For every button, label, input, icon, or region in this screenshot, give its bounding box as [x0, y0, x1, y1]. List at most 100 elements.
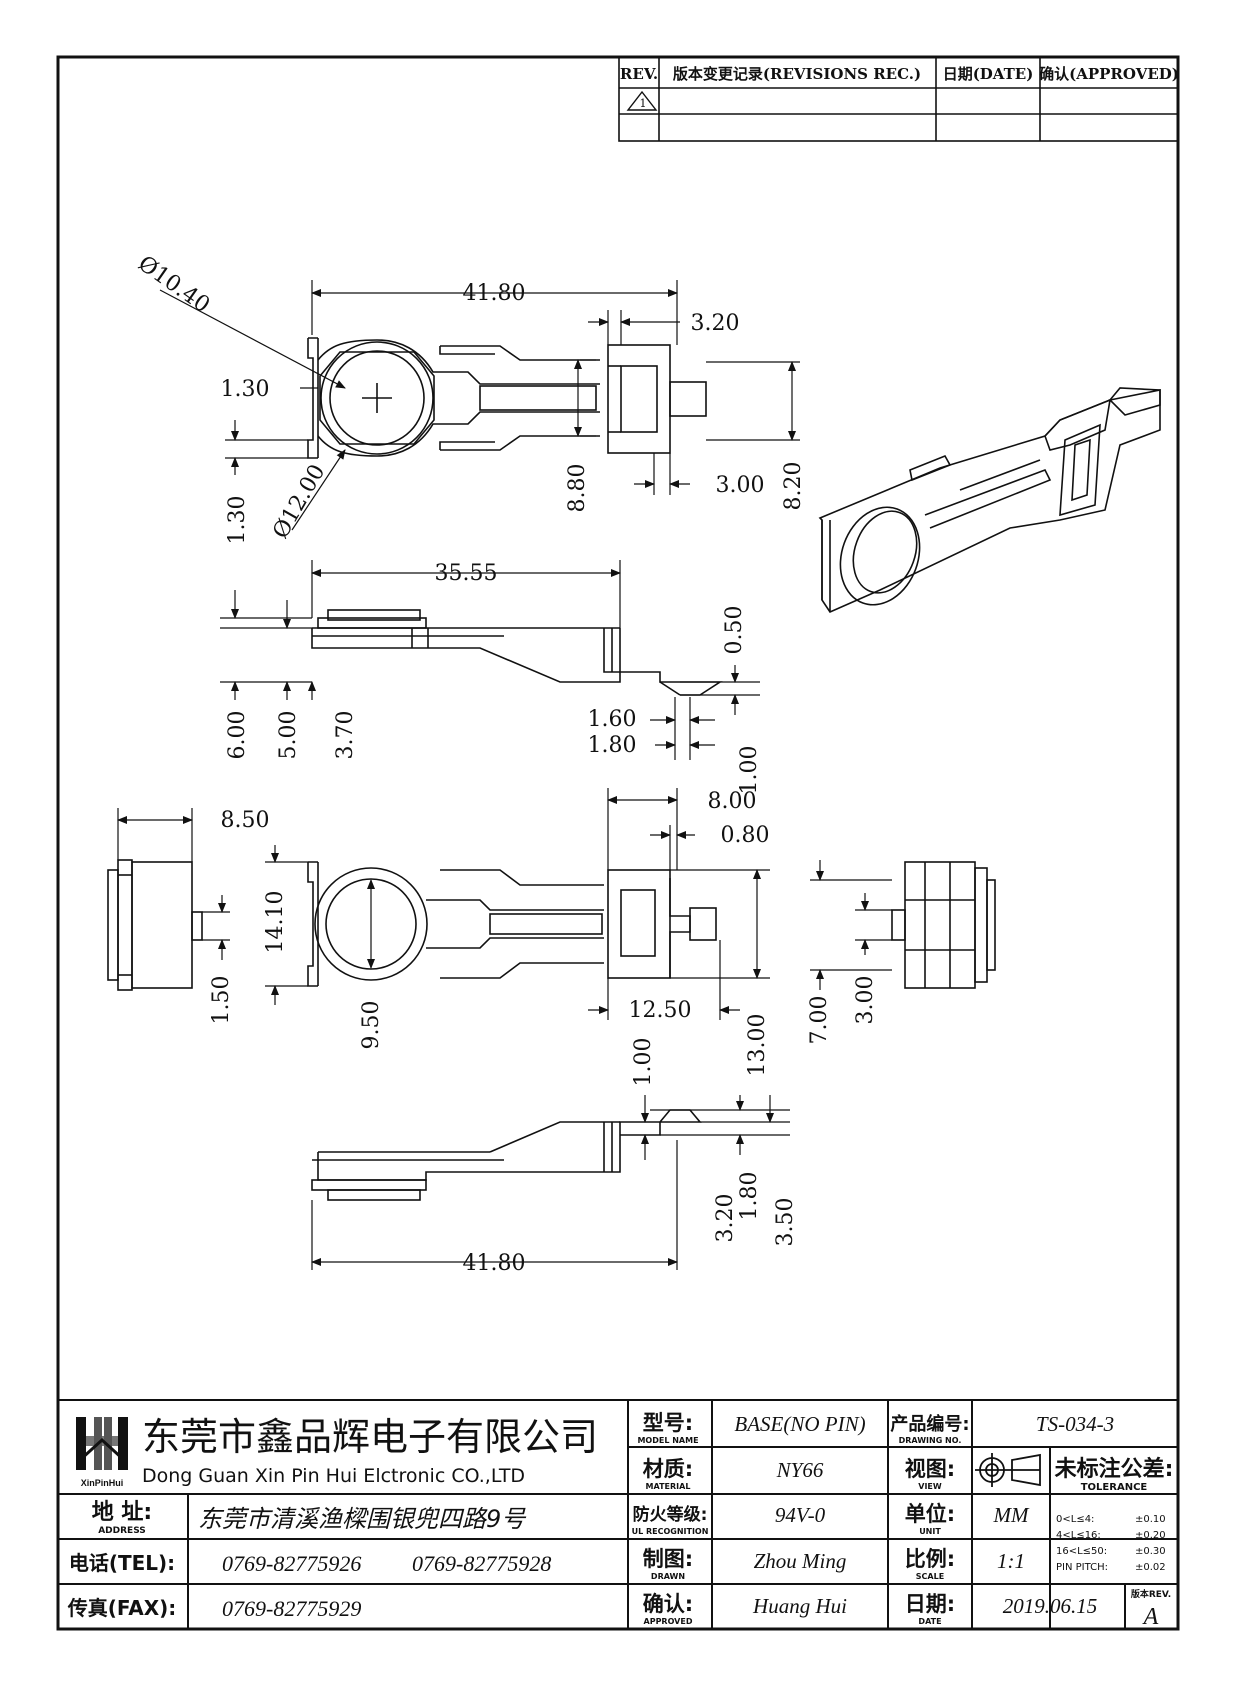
- dim-bottom-h100: 1.00: [631, 1038, 656, 1087]
- projection-symbol-icon: [975, 1453, 1041, 1487]
- address-label-en: ADDRESS: [98, 1526, 146, 1536]
- dim-bottom-h150: 1.50: [209, 976, 234, 1025]
- drawing-no-label: 产品编号:: [890, 1413, 969, 1435]
- dim-front-h180: 1.80: [737, 1172, 762, 1221]
- date-label: 日期:: [905, 1592, 955, 1616]
- dim-side-t16: 1.60: [588, 707, 637, 732]
- dim-side-h37: 3.70: [333, 711, 358, 760]
- dim-bottom-w800: 8.00: [708, 789, 757, 814]
- model-label-en: MODEL NAME: [637, 1436, 698, 1445]
- company-name-cn: 东莞市鑫品辉电子有限公司: [142, 1415, 598, 1459]
- drawing-no-label-en: DRAWING NO.: [899, 1436, 962, 1445]
- dim-top-width: 41.80: [463, 281, 526, 306]
- title-block: [57, 1399, 1179, 1630]
- left-end-view: [107, 859, 203, 991]
- record-header: 版本变更记录(REVISIONS REC.): [673, 65, 921, 83]
- dim-side-length: 35.55: [435, 561, 498, 586]
- approved-label-en: APPROVED: [644, 1617, 693, 1626]
- model-value: BASE(NO PIN): [734, 1412, 865, 1436]
- tel2-value: 0769-82775928: [412, 1551, 551, 1576]
- approved-header: 确认(APPROVED): [1039, 65, 1179, 83]
- tolerance-value-3: ±0.30: [1135, 1546, 1166, 1557]
- dim-edge-top: 1.30: [221, 377, 270, 402]
- dim-bottom-h300: 3.00: [853, 976, 878, 1025]
- date-label-en: DATE: [918, 1617, 941, 1626]
- tel1-value: 0769-82775926: [222, 1551, 361, 1576]
- dim-bottom-h700: 7.00: [807, 996, 832, 1045]
- material-label-en: MATERIAL: [646, 1482, 691, 1491]
- drawn-label-en: DRAWN: [651, 1572, 685, 1581]
- dim-side-t05: 0.50: [722, 606, 747, 655]
- model-label: 型号:: [643, 1411, 693, 1435]
- dim-slot-gap: 3.00: [716, 473, 765, 498]
- flame-label-en: UL RECOGNITION: [632, 1527, 709, 1536]
- top-view-dimensions: [159, 280, 800, 531]
- fax-label: 传真(FAX):: [67, 1596, 177, 1620]
- drawn-label: 制图:: [643, 1547, 693, 1571]
- company-name-en: Dong Guan Xin Pin Hui Elctronic CO.,LTD: [142, 1465, 525, 1487]
- dim-bottom-d950: 9.50: [359, 1001, 384, 1050]
- dim-dia-inner: Ø10.40: [133, 251, 214, 318]
- drawn-value: Zhou Ming: [754, 1549, 847, 1573]
- logo-text: XinPinHui: [81, 1478, 124, 1488]
- dim-bottom-w080: 0.80: [721, 823, 770, 848]
- dim-bottom-w850: 8.50: [221, 808, 270, 833]
- flame-value: 94V-0: [775, 1503, 826, 1527]
- unit-label: 单位:: [905, 1502, 955, 1526]
- dim-bottom-h1300: 13.00: [745, 1014, 770, 1077]
- dim-bottom-w1250: 12.50: [629, 998, 692, 1023]
- tolerance-value-1: ±0.10: [1135, 1514, 1166, 1525]
- revision-triangle-icon: 1: [640, 97, 647, 110]
- date-header: 日期(DATE): [943, 65, 1034, 83]
- bottom-view: [307, 861, 717, 987]
- dim-dia-outer: Ø12.00: [268, 460, 330, 543]
- rev-value: A: [1142, 1604, 1159, 1630]
- scale-label-en: SCALE: [916, 1572, 944, 1581]
- dim-front-h320: 3.20: [713, 1194, 738, 1243]
- material-label: 材质:: [643, 1457, 693, 1481]
- dim-front-h350: 3.50: [773, 1198, 798, 1247]
- dim-side-t10: 1.00: [737, 746, 762, 795]
- approved-label: 确认:: [643, 1592, 693, 1616]
- bottom-view-dimensions: [117, 788, 892, 1020]
- dim-side-h6: 6.00: [225, 711, 250, 760]
- right-end-view: [891, 861, 996, 989]
- tolerance-value-4: ±0.02: [1135, 1562, 1166, 1573]
- dim-slot-height: 8.80: [565, 464, 590, 513]
- dim-bottom-h1410: 14.10: [263, 891, 288, 954]
- fax-value: 0769-82775929: [222, 1596, 361, 1621]
- side-view-dimensions: [220, 560, 760, 760]
- tolerance-label-en: TOLERANCE: [1081, 1482, 1148, 1493]
- address-value: 东莞市清溪渔樑围银兜四路9号: [198, 1505, 527, 1533]
- address-label: 地 址:: [92, 1500, 152, 1525]
- tolerance-range-4: PIN PITCH:: [1056, 1562, 1108, 1573]
- front-view: [311, 1109, 702, 1201]
- flame-label: 防火等级:: [633, 1504, 708, 1525]
- isometric-view: [818, 387, 1161, 614]
- company-logo: [76, 1417, 128, 1470]
- tolerance-label: 未标注公差:: [1055, 1456, 1174, 1482]
- unit-label-en: UNIT: [919, 1527, 941, 1536]
- dim-front-length: 41.80: [463, 1251, 526, 1276]
- side-view: [311, 609, 723, 696]
- tel-label: 电话(TEL):: [69, 1551, 175, 1575]
- scale-label: 比例:: [905, 1547, 955, 1571]
- view-label: 视图:: [905, 1457, 955, 1481]
- material-value: NY66: [776, 1458, 824, 1482]
- front-view-dimensions: [311, 1095, 790, 1270]
- approved-value: Huang Hui: [752, 1594, 847, 1618]
- dim-edge-bottom: 1.30: [225, 496, 250, 545]
- unit-value: MM: [993, 1503, 1030, 1527]
- tolerance-value-2: ±0.20: [1135, 1530, 1166, 1541]
- rev-header: REV.: [620, 65, 658, 83]
- dim-slot-width: 3.20: [691, 311, 740, 336]
- drawing-no-value: TS-034-3: [1036, 1412, 1114, 1436]
- tolerance-range-1: 0<L≤4:: [1056, 1514, 1094, 1525]
- dim-block-height: 8.20: [781, 462, 806, 511]
- top-view: [307, 337, 707, 459]
- scale-value: 1:1: [997, 1549, 1025, 1573]
- tolerance-range-3: 16<L≤50:: [1056, 1546, 1107, 1557]
- rev-label: 版本REV.: [1130, 1588, 1171, 1600]
- dim-side-h5: 5.00: [276, 711, 301, 760]
